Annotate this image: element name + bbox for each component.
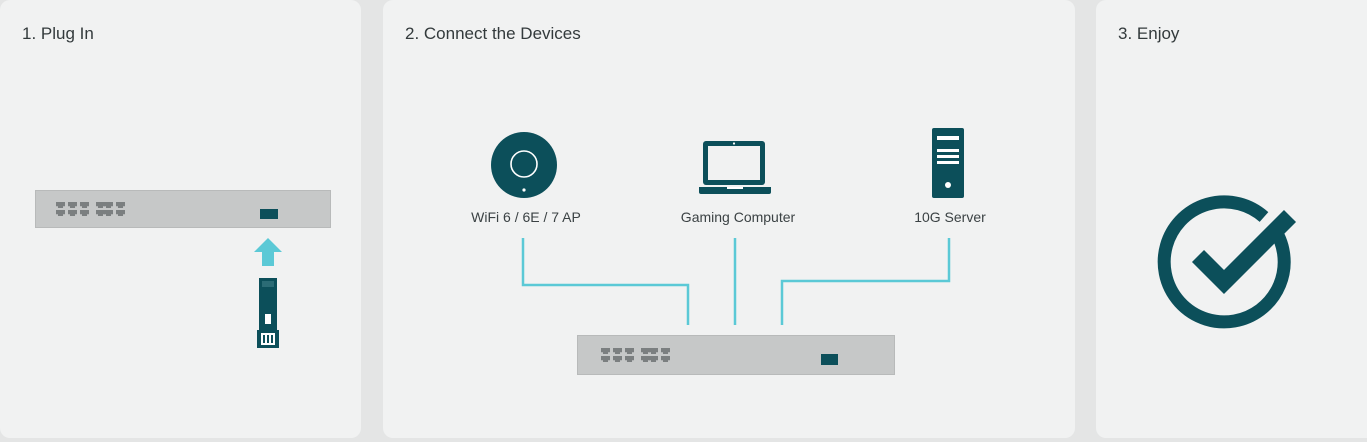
switch-icon: [577, 335, 895, 375]
switch-ports: [56, 202, 125, 216]
device-label-server: 10G Server: [914, 209, 986, 225]
step-panel-plug-in: 1. Plug In: [0, 0, 361, 438]
up-arrow-icon: [254, 238, 282, 266]
switch-ports: [601, 348, 670, 362]
step-title: 3. Enjoy: [1118, 24, 1180, 43]
step-panel-enjoy: 3. Enjoy: [1096, 0, 1367, 438]
step-title: 2. Connect the Devices: [405, 24, 581, 43]
sfp-module-icon: [257, 278, 279, 348]
sfp-port: [260, 209, 278, 219]
access-point-icon: [491, 132, 557, 198]
sfp-port: [821, 354, 838, 365]
step-panel-connect: 2. Connect the Devices WiFi 6 / 6E / 7 A…: [383, 0, 1075, 438]
checkmark-circle-icon: [1157, 195, 1297, 329]
device-label-ap: WiFi 6 / 6E / 7 AP: [471, 209, 581, 225]
server-icon: [932, 128, 964, 198]
laptop-icon: [699, 141, 771, 194]
step-title: 1. Plug In: [22, 24, 94, 43]
cable-lines: [521, 238, 951, 325]
switch-icon: [35, 190, 331, 228]
device-label-computer: Gaming Computer: [680, 209, 796, 225]
